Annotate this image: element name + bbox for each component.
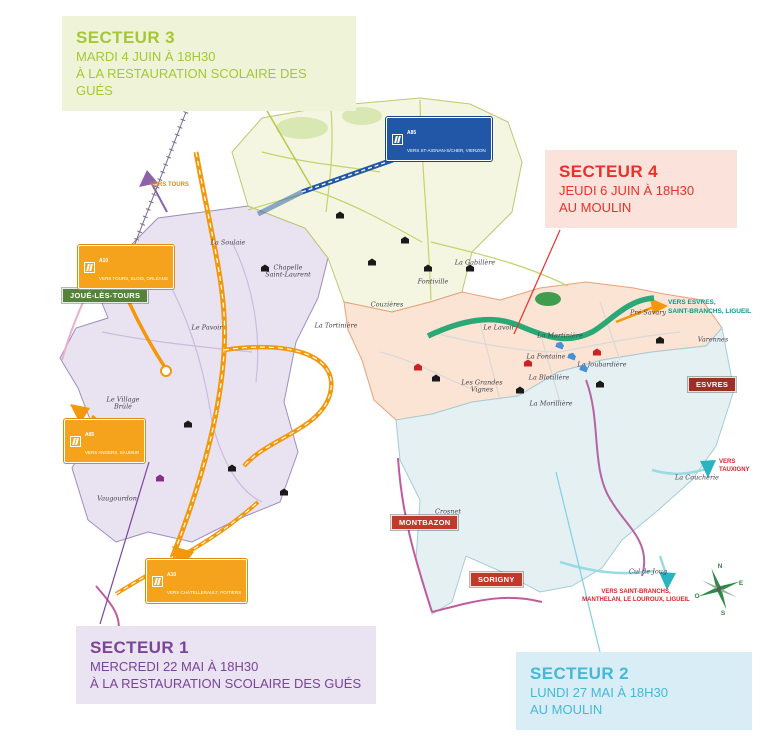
place-label: La Soulaie — [210, 238, 246, 247]
building-icon — [156, 474, 164, 482]
place-label: La Tortinière — [314, 321, 358, 330]
place-label: Vaugourdon — [97, 494, 137, 503]
a85-west-ref: A85 — [85, 432, 95, 438]
building-icon — [466, 264, 474, 272]
sector3-title: SECTEUR 3 — [76, 28, 176, 47]
vers-tours-arrow — [139, 170, 168, 213]
vers-esvres-label: VERS ESVRES, SAINT-BRANCHS, LIGUEIL — [668, 299, 752, 315]
place-label: Pré Savary — [629, 308, 667, 317]
vers-tours-label: VERS TOURS — [150, 182, 189, 188]
sector2-area — [395, 326, 735, 615]
sector1-title: SECTEUR 1 — [90, 638, 190, 657]
a85-west-dest: VERS ANGERS, SAUMUR — [85, 450, 140, 455]
building-icon — [593, 348, 601, 356]
sorigny-sign: SORIGNY — [470, 572, 523, 587]
esvres-sign: ESVRES — [688, 377, 737, 392]
building-icon — [414, 363, 422, 371]
sector3-date: MARDI 4 JUIN À 18H30 — [76, 49, 216, 65]
a85-east-ref: A85 — [407, 130, 417, 136]
place-label: La Fontaine — [526, 352, 566, 361]
place-label: La Martinière — [537, 331, 583, 340]
joue-les-tours-sign: JOUÉ-LÈS-TOURS — [62, 288, 149, 303]
compass-east-label: E — [739, 580, 744, 587]
a85-west-sign: A85 VERS ANGERS, SAUMUR — [64, 419, 146, 463]
building-icon — [524, 359, 532, 367]
magenta-roads — [95, 379, 646, 633]
motorway-icon — [70, 435, 81, 447]
building-icon — [401, 236, 409, 244]
indre-river — [426, 295, 655, 342]
sector1-date: MERCREDI 22 MAI À 18H30 — [90, 659, 259, 675]
building-icon — [432, 374, 440, 382]
building-icon — [516, 386, 524, 394]
sector4-venue: AU MOULIN — [559, 199, 632, 215]
place-label: La Joubardière — [577, 360, 627, 369]
place-label: Le Pavoir — [191, 323, 223, 332]
building-icon — [596, 380, 604, 388]
a10-north-sign: A10 VERS TOURS, BLOIS, ORLÉANS — [78, 245, 174, 289]
compass-west-label: O — [694, 593, 699, 600]
sector4-title: SECTEUR 4 — [559, 162, 659, 181]
place-label: Le Village Brûlé — [106, 395, 140, 411]
building-icon — [280, 488, 288, 496]
place-label: Cul de Joug — [628, 567, 668, 576]
sector2-date: LUNDI 27 MAI À 18H30 — [530, 685, 669, 701]
motorway-icon — [392, 133, 403, 145]
sector2-title: SECTEUR 2 — [530, 664, 630, 683]
sector4-date: JEUDI 6 JUIN À 18H30 — [559, 183, 695, 199]
compass-south-label: S — [721, 610, 726, 616]
place-label: La Morillière — [529, 399, 573, 408]
a10-south-ref: A10 — [167, 572, 177, 578]
a10-south-sign: A10 VERS CHÂTELLERAULT, POITIERS — [146, 559, 248, 603]
sector1-venue: À LA RESTAURATION SCOLAIRE DES GUÉS — [90, 675, 362, 691]
place-label: Le Lavoir — [483, 323, 515, 332]
a10-north-dest: VERS TOURS, BLOIS, ORLÉANS — [99, 276, 168, 281]
building-icon — [656, 336, 664, 344]
place-label: Varennes — [697, 335, 729, 344]
vers-tauxigny-label: VERS TAUXIGNY — [719, 459, 750, 474]
teal-direction-arrows — [659, 460, 716, 590]
vers-saint-branchs-label: VERS SAINT-BRANCHS, MANTHELAN, LE LOUROU… — [582, 589, 690, 604]
building-icon — [424, 264, 432, 272]
place-label: La Gabillère — [454, 258, 496, 267]
building-icon — [261, 264, 269, 272]
place-label: La Coucherie — [674, 473, 720, 482]
sector4-info-box: SECTEUR 4 JEUDI 6 JUIN À 18H30 AU MOULIN — [545, 150, 737, 228]
building-icon — [368, 258, 376, 266]
place-label: Fontiville — [417, 277, 449, 286]
sector2-info-box: SECTEUR 2 LUNDI 27 MAI À 18H30 AU MOULIN — [516, 652, 752, 730]
sector1-info-box: SECTEUR 1 MERCREDI 22 MAI À 18H30 À LA R… — [76, 626, 376, 704]
building-icon — [228, 464, 236, 472]
place-label: Les Grandes Vignes — [461, 378, 503, 394]
building-icon — [336, 211, 344, 219]
sector3-info-box: SECTEUR 3 MARDI 4 JUIN À 18H30 À LA REST… — [62, 16, 356, 111]
a85-east-sign: A85 VERS ST-AIGNAN-S/CHER, VIERZON — [386, 117, 492, 161]
place-label: La Blotillère — [528, 373, 570, 382]
a10-north-ref: A10 — [99, 258, 109, 264]
place-label: Crosnet — [435, 507, 461, 516]
place-label: Couzières — [370, 300, 404, 309]
a10-south-dest: VERS CHÂTELLERAULT, POITIERS — [167, 590, 242, 595]
motorway-icon — [152, 575, 163, 587]
sector3-venue: À LA RESTAURATION SCOLAIRE DES GUÉS — [76, 65, 307, 98]
building-icon — [184, 420, 192, 428]
sector2-venue: AU MOULIN — [530, 701, 603, 717]
a85-east-dest: VERS ST-AIGNAN-S/CHER, VIERZON — [407, 148, 486, 153]
place-label: Chapelle Saint-Laurent — [265, 263, 311, 279]
motorway-icon — [84, 261, 95, 273]
esvres-arrow-tail — [615, 305, 655, 324]
compass-rose: N E S O — [694, 563, 744, 616]
compass-north-label: N — [718, 563, 723, 570]
montbazon-sign: MONTBAZON — [391, 515, 459, 530]
